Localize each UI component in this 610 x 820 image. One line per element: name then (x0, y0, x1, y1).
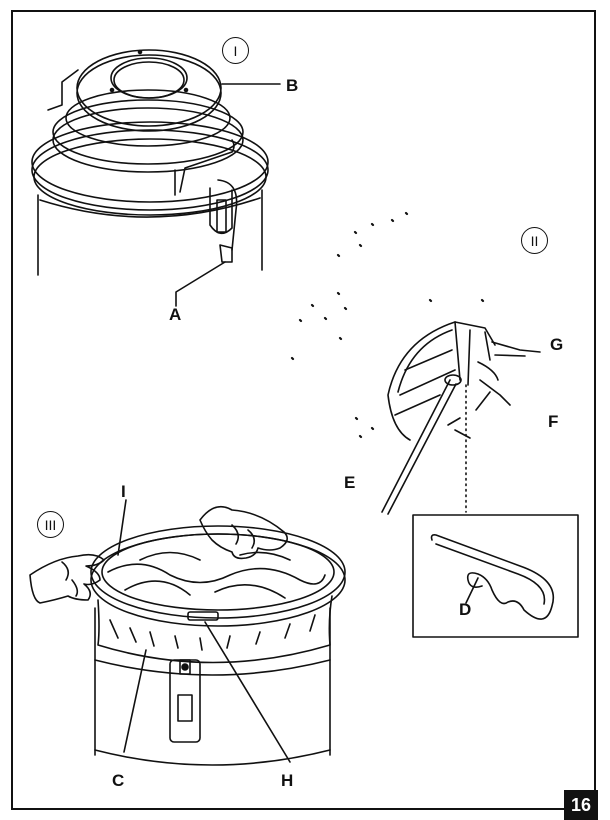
figure-frame (11, 10, 596, 810)
label-c: C (112, 771, 125, 790)
page-number: 16 (564, 790, 598, 820)
label-g: G (550, 335, 564, 354)
panel-3-tank-filter-bag (29, 499, 346, 766)
step-marker-2: II (521, 227, 548, 254)
label-d: D (459, 600, 472, 619)
label-i: I (121, 482, 126, 501)
label-h: H (281, 771, 294, 790)
label-f: F (548, 412, 559, 431)
panel-2-filter-cage (290, 211, 579, 638)
label-e: E (344, 473, 356, 492)
step-marker-1: I (222, 37, 249, 64)
step-marker-3: III (37, 511, 64, 538)
label-a: A (169, 305, 182, 324)
label-b: B (286, 76, 299, 95)
panel-1-tank-lid (31, 49, 281, 307)
